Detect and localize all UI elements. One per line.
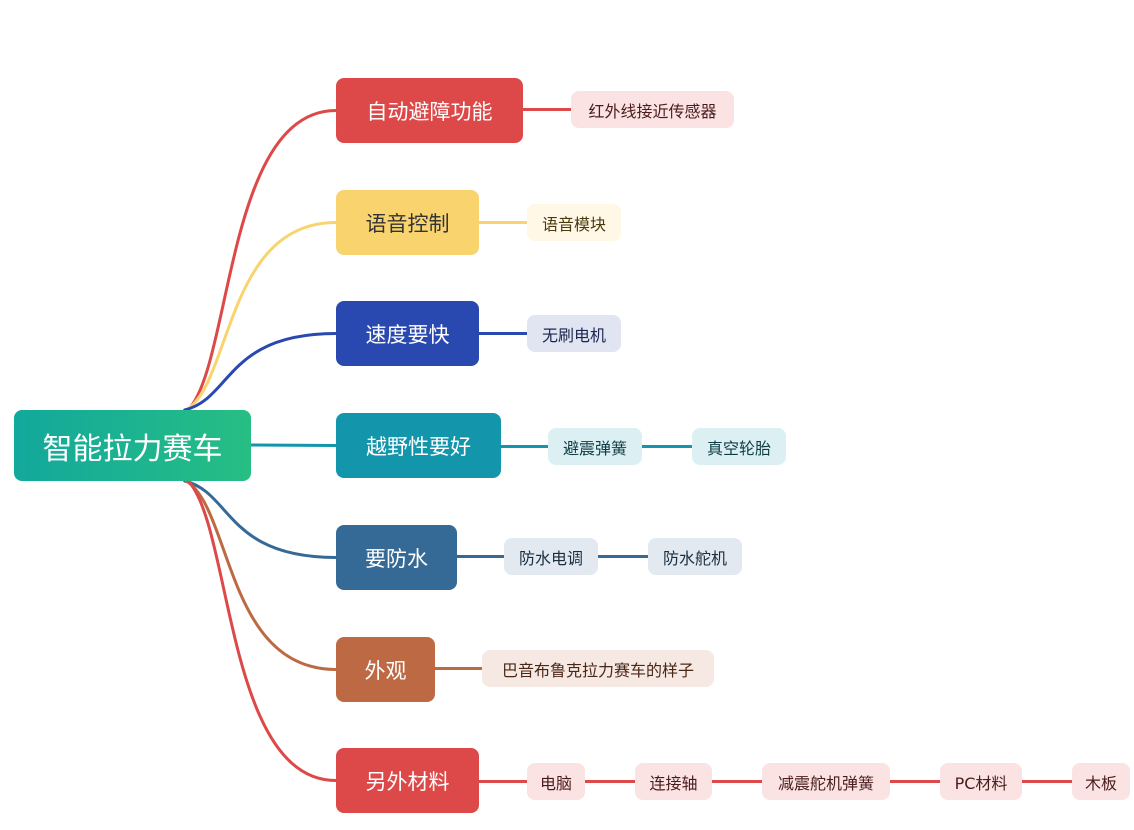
leaf-label: 木板 — [1084, 773, 1117, 793]
leaf-label: 电脑 — [539, 773, 572, 793]
leaf-waterproof-esc[interactable]: 防水电调 — [504, 538, 598, 575]
branch-label: 越野性要好 — [366, 434, 471, 459]
branch-other-materials[interactable]: 另外材料 — [336, 748, 479, 813]
branch-obstacle-avoidance[interactable]: 自动避障功能 — [336, 78, 523, 143]
branch-off-road[interactable]: 越野性要好 — [336, 413, 501, 478]
leaf-label: 巴音布鲁克拉力赛车的样子 — [501, 660, 694, 680]
root-to-branch-line — [183, 332, 338, 412]
branch-label: 自动避障功能 — [366, 99, 493, 124]
leaf-label: 防水舵机 — [662, 548, 727, 568]
leaf-shock-servo-spring[interactable]: 减震舵机弹簧 — [762, 763, 890, 800]
branch-label: 要防水 — [365, 546, 428, 571]
branch-appearance[interactable]: 外观 — [336, 637, 435, 702]
leaf-waterproof-servo[interactable]: 防水舵机 — [648, 538, 742, 575]
leaf-label: 避震弹簧 — [562, 438, 627, 458]
branch-label: 语音控制 — [365, 211, 450, 236]
leaf-label: 连接轴 — [649, 773, 698, 793]
branch-speed[interactable]: 速度要快 — [336, 301, 479, 366]
leaf-label: 语音模块 — [541, 214, 606, 234]
leaf-label: 红外线接近传感器 — [588, 101, 717, 121]
root-to-branch-line — [183, 479, 338, 559]
root-to-branch-line — [184, 221, 338, 412]
leaf-pc-material[interactable]: PC材料 — [940, 763, 1022, 800]
leaf-computer[interactable]: 电脑 — [527, 763, 585, 800]
branch-label: 速度要快 — [365, 322, 450, 347]
leaf-label: 防水电调 — [518, 548, 583, 568]
leaf-voice-module[interactable]: 语音模块 — [527, 204, 621, 241]
leaf-label: 减震舵机弹簧 — [777, 773, 874, 793]
root-node-label: 智能拉力赛车 — [42, 431, 223, 467]
leaf-connecting-shaft[interactable]: 连接轴 — [635, 763, 712, 800]
root-to-branch-line — [186, 109, 338, 412]
leaf-brushless-motor[interactable]: 无刷电机 — [527, 315, 621, 352]
root-to-branch-line — [186, 479, 338, 782]
leaf-bayinbuluke-style[interactable]: 巴音布鲁克拉力赛车的样子 — [482, 650, 714, 687]
branch-waterproof[interactable]: 要防水 — [336, 525, 457, 590]
leaf-vacuum-tire[interactable]: 真空轮胎 — [692, 428, 786, 465]
root-to-branch-line — [184, 479, 338, 671]
leaf-ir-proximity-sensor[interactable]: 红外线接近传感器 — [571, 91, 734, 128]
leaf-label: PC材料 — [954, 773, 1008, 793]
branch-voice-control[interactable]: 语音控制 — [336, 190, 479, 255]
root-to-branch-line — [249, 443, 338, 447]
branch-label: 另外材料 — [365, 769, 450, 794]
root-node-smart-rally-car[interactable]: 智能拉力赛车 — [14, 410, 251, 481]
leaf-shock-spring[interactable]: 避震弹簧 — [548, 428, 642, 465]
leaf-label: 无刷电机 — [541, 325, 606, 345]
branch-label: 外观 — [364, 658, 407, 683]
leaf-wood-board[interactable]: 木板 — [1072, 763, 1130, 800]
leaf-label: 真空轮胎 — [706, 438, 771, 458]
